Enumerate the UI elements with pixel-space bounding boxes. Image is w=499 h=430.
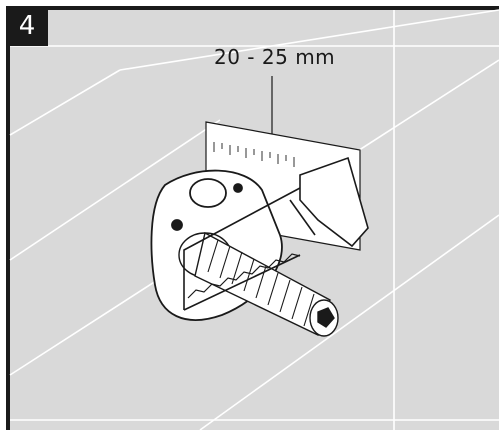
tile-joint [119,9,499,71]
tile-joints [9,9,499,430]
tile-joint [199,214,499,430]
measurement-label: 20 - 25 mm [214,45,336,69]
plate-hole [189,178,227,208]
tile-joint [9,69,121,136]
saw-icon [183,156,369,311]
screw-head [171,219,183,231]
step-number-badge: 4 [6,6,48,46]
tile-joint [9,119,221,261]
screw-head [233,183,243,193]
threaded-pipe-icon [178,231,339,337]
